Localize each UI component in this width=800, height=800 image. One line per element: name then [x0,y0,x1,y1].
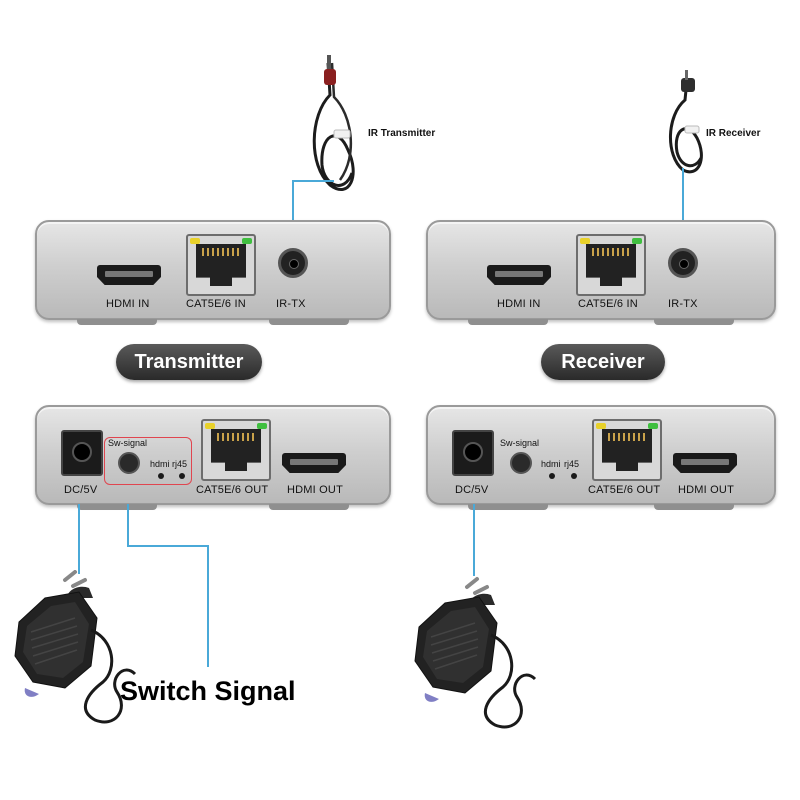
transmitter-dc-label: DC/5V [64,484,98,496]
receiver-sw-signal-button[interactable] [510,452,532,474]
transmitter-ir-tx-label: IR-TX [276,298,306,310]
transmitter-cat-out-port [201,419,271,481]
receiver-cat-in-label: CAT5E/6 IN [578,298,638,310]
switch-signal-pointer-vertical-b [207,545,209,667]
transmitter-rj45-led-label: rj45 [172,459,188,469]
transmitter-cat-in-label: CAT5E/6 IN [186,298,246,310]
receiver-sw-signal-label: Sw-signal [500,438,540,448]
transmitter-cat-out-label: CAT5E/6 OUT [196,484,269,496]
ir-transmitter-label: IR Transmitter [368,128,436,139]
receiver-dc-pointer [473,504,475,576]
transmitter-sw-signal-button[interactable] [118,452,140,474]
ir-tx-pointer-vertical [292,180,294,248]
receiver-cat-in-port [576,234,646,296]
transmitter-ir-tx-jack [278,248,308,278]
transmitter-title-badge: Transmitter [116,344,262,380]
receiver-dc-label: DC/5V [455,484,489,496]
transmitter-rj45-led [179,473,185,479]
transmitter-sw-signal-label: Sw-signal [108,438,148,448]
receiver-hdmi-led-label: hdmi [541,459,561,469]
receiver-hdmi-out-port [673,453,737,473]
receiver-hdmi-out-label: HDMI OUT [678,484,734,496]
receiver-power-adapter [414,577,537,729]
ir-receiver-cable [669,70,703,174]
transmitter-hdmi-out-label: HDMI OUT [287,484,343,496]
receiver-title-badge: Receiver [541,344,665,380]
switch-signal-callout: Switch Signal [120,676,296,706]
transmitter-hdmi-out-port [282,453,346,473]
switch-signal-pointer-horizontal [127,545,209,547]
receiver-cat-out-label: CAT5E/6 OUT [588,484,661,496]
receiver-ir-tx-jack [668,248,698,278]
receiver-ir-tx-label: IR-TX [668,298,698,310]
receiver-rj45-led-label: rj45 [564,459,580,469]
receiver-dc-power-jack [452,430,494,476]
receiver-hdmi-in-port [487,265,551,285]
transmitter-cat-in-port [186,234,256,296]
transmitter-dc-pointer [78,504,80,574]
ir-transmitter-cable [312,55,355,191]
ir-tx-pointer-horizontal [292,180,334,182]
transmitter-hdmi-in-port [97,265,161,285]
receiver-rj45-led [571,473,577,479]
receiver-cat-out-port [592,419,662,481]
switch-signal-highlight-box [104,437,192,485]
receiver-hdmi-in-label: HDMI IN [497,298,541,310]
ir-rx-pointer-horizontal [682,168,684,248]
receiver-hdmi-led [549,473,555,479]
switch-signal-pointer-vertical-a [127,504,129,546]
transmitter-power-adapter [14,570,137,724]
transmitter-hdmi-in-label: HDMI IN [106,298,150,310]
transmitter-hdmi-led-label: hdmi [150,459,170,469]
ir-receiver-label: IR Receiver [706,128,761,139]
transmitter-dc-power-jack [61,430,103,476]
transmitter-hdmi-led [158,473,164,479]
